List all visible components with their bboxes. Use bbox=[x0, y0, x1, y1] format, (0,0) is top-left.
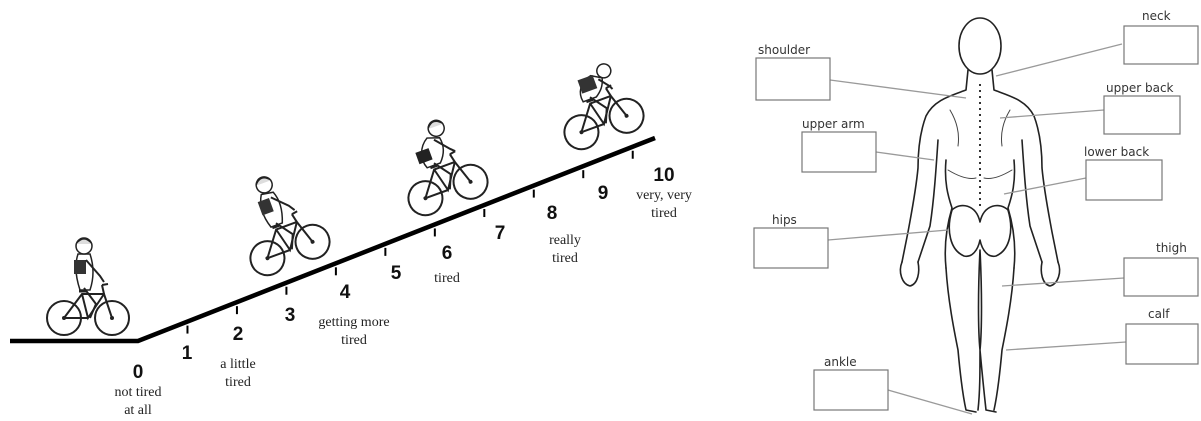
arms-inner bbox=[917, 139, 1043, 263]
cyclist-level-9 bbox=[552, 63, 650, 156]
level-desc-2-line2: tired bbox=[225, 375, 251, 390]
level-number-5: 5 bbox=[391, 263, 402, 284]
scale-slope-line bbox=[10, 135, 656, 344]
level-desc-10-line1: very, very bbox=[636, 188, 692, 203]
label-shoulder: shoulder bbox=[758, 43, 810, 57]
tiredness-scale: 0 not tired at all 1 2 a little tired 3 … bbox=[10, 63, 692, 418]
answer-box-lower-back[interactable] bbox=[1085, 159, 1163, 201]
level-number-10: 10 bbox=[653, 165, 674, 186]
answer-box-shoulder[interactable] bbox=[755, 57, 831, 101]
leader-ankle bbox=[887, 389, 973, 415]
leader-shoulder bbox=[829, 79, 967, 99]
level-number-4: 4 bbox=[340, 282, 351, 303]
shoulder-blades bbox=[947, 109, 1013, 179]
level-number-7: 7 bbox=[495, 223, 506, 244]
leader-upper-back bbox=[999, 109, 1105, 119]
label-ankle: ankle bbox=[824, 355, 857, 369]
leader-upper-arm bbox=[875, 151, 935, 161]
left-hand bbox=[899, 261, 920, 287]
level-desc-4-line2: tired bbox=[341, 333, 367, 348]
answer-box-ankle[interactable] bbox=[813, 369, 889, 411]
level-desc-0-line2: at all bbox=[124, 403, 152, 418]
level-number-1: 1 bbox=[182, 343, 193, 364]
scale-ticks bbox=[186, 150, 634, 334]
level-number-8: 8 bbox=[547, 203, 558, 224]
answer-box-calf[interactable] bbox=[1125, 323, 1199, 365]
level-desc-2-line1: a little bbox=[220, 357, 255, 372]
level-number-2: 2 bbox=[233, 324, 244, 345]
answer-box-thigh[interactable] bbox=[1123, 257, 1199, 297]
leader-hips bbox=[827, 229, 949, 241]
label-calf: calf bbox=[1148, 307, 1170, 321]
human-figure-back bbox=[899, 17, 1061, 413]
leader-neck bbox=[995, 43, 1123, 77]
level-number-9: 9 bbox=[598, 183, 609, 204]
legs bbox=[945, 249, 1015, 413]
label-neck: neck bbox=[1142, 9, 1171, 23]
cyclist-level-0 bbox=[45, 237, 131, 337]
level-desc-8-line1: really bbox=[549, 233, 581, 248]
leader-thigh bbox=[1001, 277, 1125, 287]
label-upper-back: upper back bbox=[1106, 81, 1174, 95]
level-desc-0-line1: not tired bbox=[114, 385, 161, 400]
level-number-3: 3 bbox=[285, 305, 296, 326]
leader-lower-back bbox=[1003, 177, 1087, 195]
level-desc-4-line1: getting more bbox=[318, 315, 389, 330]
buttocks bbox=[948, 204, 1012, 258]
level-number-6: 6 bbox=[442, 243, 453, 264]
right-hand bbox=[1040, 261, 1061, 287]
label-thigh: thigh bbox=[1156, 241, 1187, 255]
label-lower-back: lower back bbox=[1084, 145, 1149, 159]
answer-box-upper-arm[interactable] bbox=[801, 131, 877, 173]
label-hips: hips bbox=[772, 213, 797, 227]
level-number-0: 0 bbox=[133, 362, 144, 383]
torso-outline bbox=[901, 69, 1059, 263]
level-desc-6-line1: tired bbox=[434, 271, 460, 286]
answer-box-neck[interactable] bbox=[1123, 25, 1199, 65]
label-upper-arm: upper arm bbox=[802, 117, 865, 131]
cyclist-level-6 bbox=[396, 119, 494, 222]
head-outline bbox=[958, 17, 1002, 75]
level-desc-8-line2: tired bbox=[552, 251, 578, 266]
waist-hips bbox=[944, 159, 1016, 269]
answer-box-upper-back[interactable] bbox=[1103, 95, 1181, 135]
cyclist-level-2 bbox=[238, 176, 336, 282]
answer-box-hips[interactable] bbox=[753, 227, 829, 269]
level-desc-10-line2: tired bbox=[651, 206, 677, 221]
leader-calf bbox=[1005, 341, 1127, 351]
